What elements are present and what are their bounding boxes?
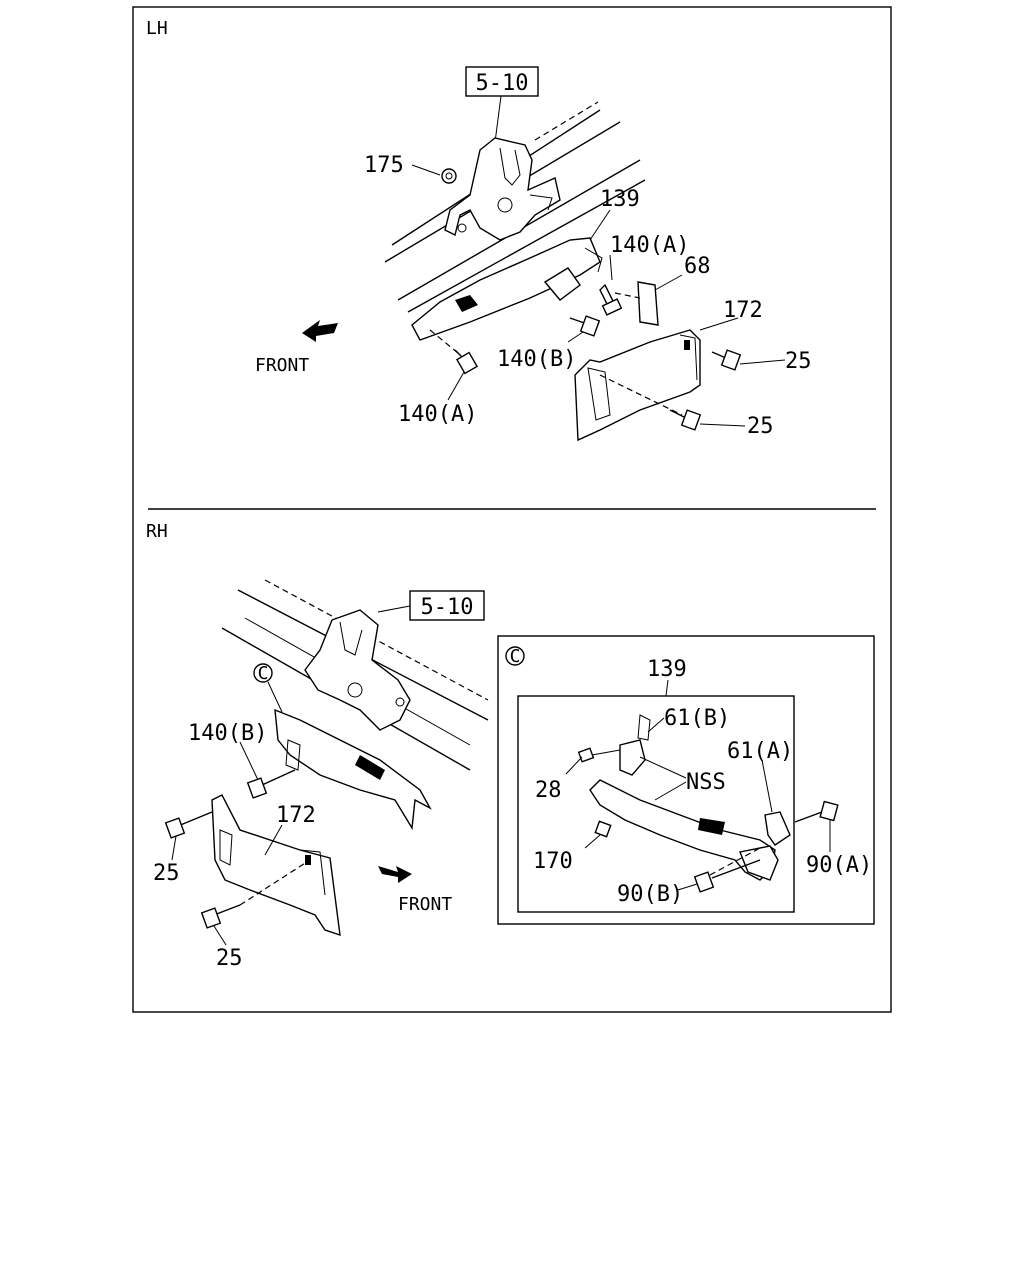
detail-outer-box (497, 635, 875, 925)
lh-ref-box (465, 66, 539, 97)
detail-bolt-90b (693, 859, 761, 893)
lh-shield-172 (574, 329, 701, 442)
outer-frame (132, 6, 892, 1013)
rh-ref-box (409, 590, 485, 621)
lh-engine-mount (444, 137, 561, 241)
rh-front-arrow-icon (378, 866, 412, 883)
lh-callout-140b: 140(B) (497, 347, 576, 372)
lh-bolt-25-upper (711, 349, 742, 371)
lh-callout-140a-upper: 140(A) (610, 233, 689, 258)
rh-detail-marker (253, 663, 273, 683)
lh-callout-172: 172 (723, 298, 763, 323)
lh-crossmember-139 (411, 237, 601, 341)
rh-detail-marker-label: C (258, 663, 269, 684)
rh-heading: RH (146, 521, 168, 542)
detail-callout-90b: 90(B) (617, 882, 683, 907)
rh-ref-box-label: 5-10 (421, 595, 474, 620)
detail-callout-61a: 61(A) (727, 739, 793, 764)
lh-callout-175: 175 (364, 153, 404, 178)
detail-callout-139: 139 (647, 657, 687, 682)
detail-callout-90a: 90(A) (806, 853, 872, 878)
detail-callout-nss: NSS (686, 770, 726, 795)
lh-callout-139: 139 (600, 187, 640, 212)
detail-callout-170: 170 (533, 849, 573, 874)
lh-bracket-68 (637, 281, 659, 326)
detail-c-inset: C 1 (497, 635, 875, 925)
rh-bolt-25-upper (164, 811, 213, 839)
detail-inner-box (517, 695, 795, 913)
detail-fastener-170 (594, 820, 612, 838)
lh-heading: LH (146, 18, 168, 39)
rh-shield-172 (211, 794, 341, 937)
lh-bolt-140a-lower (454, 349, 479, 375)
detail-clip-61a (764, 811, 791, 846)
rh-engine-mount (304, 609, 411, 731)
detail-callout-61b: 61(B) (664, 706, 730, 731)
lh-callout-140a-lower: 140(A) (398, 402, 477, 427)
lh-callout-68: 68 (684, 254, 711, 279)
lh-ref-box-label: 5-10 (476, 71, 529, 96)
detail-marker-label: C (510, 646, 521, 667)
rh-bolt-140b (246, 769, 296, 799)
detail-callout-28: 28 (535, 778, 562, 803)
lh-callout-25-lower: 25 (747, 414, 774, 439)
rh-callout-140b: 140(B) (188, 721, 267, 746)
lh-bolt-175 (441, 168, 457, 184)
rh-callout-172: 172 (276, 803, 316, 828)
lh-front-arrow-icon (302, 320, 338, 342)
rh-callout-25-lower: 25 (216, 946, 243, 971)
rh-callout-25-upper: 25 (153, 861, 180, 886)
rh-crossmember (274, 708, 432, 831)
lh-bolt-25-lower (669, 409, 702, 431)
lh-front-label: FRONT (255, 355, 309, 376)
detail-clip-61b (619, 739, 646, 776)
detail-bolt-90a (794, 800, 839, 823)
lh-bolt-140a-upper (599, 283, 623, 316)
detail-marker (505, 646, 525, 666)
lh-bolt-140b (569, 315, 601, 337)
lh-callout-25-upper: 25 (785, 349, 812, 374)
rh-section: RH 5-10 C (146, 521, 489, 971)
rh-front-label: FRONT (398, 894, 452, 915)
lh-section: LH 5-10 (146, 18, 812, 442)
detail-fastener-28 (577, 747, 621, 763)
rh-bolt-25-lower (200, 904, 241, 929)
